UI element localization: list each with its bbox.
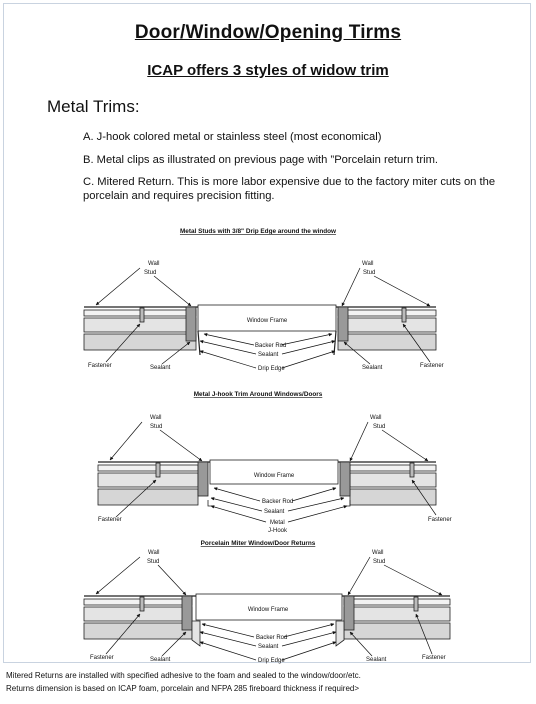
list-item-a: A. J-hook colored metal or stainless ste… <box>83 131 382 143</box>
label-drip-edge: Drip Edge <box>258 366 285 372</box>
label-fastener-left: Fastener <box>90 655 114 661</box>
page-title: Door/Window/Opening Tirms <box>134 22 402 43</box>
label-sealant-right: Sealant <box>362 365 383 371</box>
diagram-drip-edge: Metal Studs with 3/8" Drip Edge around t… <box>83 228 444 372</box>
label-sealant-left: Sealant <box>150 657 171 663</box>
diagram-miter: Porcelain Miter Window/Door Returns Wind… <box>83 540 451 664</box>
label-fastener-right: Fastener <box>428 517 452 523</box>
label-stud-right: Stud <box>363 270 375 276</box>
page-subtitle: ICAP offers 3 styles of widow trim <box>147 62 389 79</box>
label-sealant-center: Sealant <box>258 352 279 358</box>
label-window-frame: Window Frame <box>248 607 289 613</box>
label-backer-rod: Backer Rod <box>256 635 287 641</box>
label-fastener-right: Fastener <box>420 363 444 369</box>
diagram-title: Metal Studs with 3/8" Drip Edge around t… <box>180 228 336 235</box>
label-wall-right: Wall <box>372 550 383 556</box>
label-window-frame: Window Frame <box>254 473 295 479</box>
label-drip-edge: Drip Edge <box>258 658 285 664</box>
label-fastener-right: Fastener <box>422 655 446 661</box>
label-backer-rod: Backer Rod <box>262 499 293 505</box>
label-wall-left: Wall <box>148 261 159 267</box>
section-heading: Metal Trims: <box>47 97 140 116</box>
label-stud-left: Stud <box>150 424 162 430</box>
label-sealant-center: Sealant <box>264 509 285 515</box>
label-sealant-right: Sealant <box>366 657 387 663</box>
footnote-2: Returns dimension is based on ICAP foam,… <box>6 684 360 693</box>
footnote-1: Mitered Returns are installed with speci… <box>6 671 361 680</box>
label-stud-right: Stud <box>373 424 385 430</box>
label-fastener-left: Fastener <box>88 363 112 369</box>
label-sealant-center: Sealant <box>258 644 279 650</box>
label-backer-rod: Backer Rod <box>255 343 286 349</box>
label-wall-right: Wall <box>370 415 381 421</box>
label-stud-left: Stud <box>144 270 156 276</box>
label-sealant-left: Sealant <box>150 365 171 371</box>
diagram-title: Porcelain Miter Window/Door Returns <box>201 540 316 547</box>
label-metal: Metal <box>270 520 285 526</box>
label-wall-left: Wall <box>150 415 161 421</box>
label-window-frame: Window Frame <box>247 318 288 324</box>
diagram-jhook: Metal J-hook Trim Around Windows/Doors W… <box>97 391 452 534</box>
label-wall-right: Wall <box>362 261 373 267</box>
list-item-b: B. Metal clips as illustrated on previou… <box>83 154 439 166</box>
label-fastener-left: Fastener <box>98 517 122 523</box>
label-stud-left: Stud <box>147 559 159 565</box>
page-border <box>3 3 531 663</box>
label-wall-left: Wall <box>148 550 159 556</box>
label-stud-right: Stud <box>373 559 385 565</box>
list-item-c: C. Mitered Return. This is more labor ex… <box>83 176 496 202</box>
diagram-title: Metal J-hook Trim Around Windows/Doors <box>194 391 323 398</box>
label-jhook: J-Hook <box>268 528 288 534</box>
